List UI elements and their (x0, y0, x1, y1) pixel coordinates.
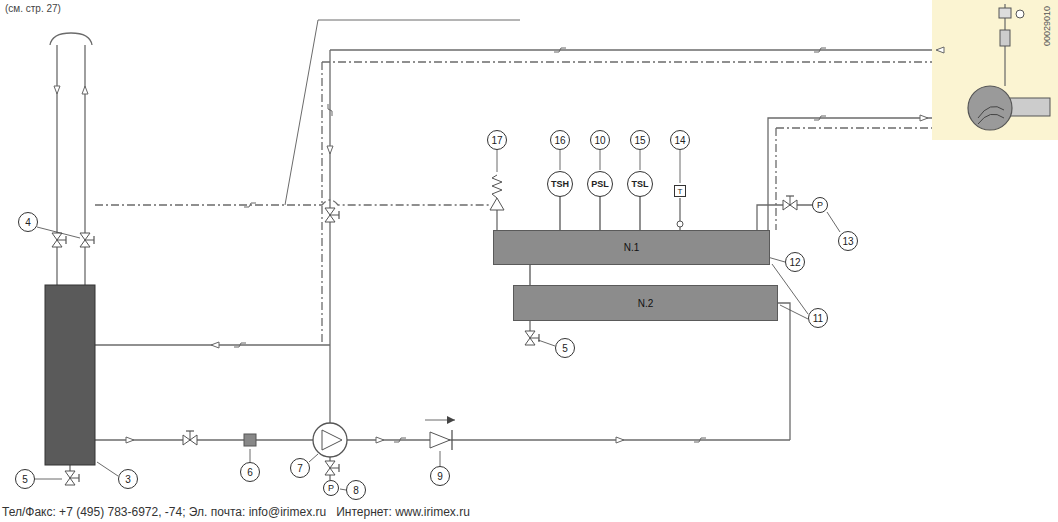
drawing-code: 00029010 (1042, 6, 1052, 46)
callout-number: 9 (430, 466, 450, 486)
callout-number: 14 (670, 130, 690, 150)
pipe-connector (529, 265, 530, 285)
callout-number: 13 (838, 231, 858, 251)
callout-number: 12 (785, 252, 805, 272)
callout-number: 17 (487, 130, 507, 150)
pipe-connector (559, 197, 560, 230)
boiler-section: N.1 (493, 230, 770, 265)
callout-number: 16 (550, 130, 570, 150)
node-text: PSL (591, 179, 609, 189)
callout-number: 11 (808, 308, 828, 328)
callout-number: 15 (630, 130, 650, 150)
gauge-symbol: P (323, 480, 339, 496)
pipe-connector (599, 197, 600, 230)
gauge-symbol: P (812, 197, 828, 213)
callout-number: 6 (240, 462, 260, 482)
footer-contacts: Тел/Факс: +7 (495) 783-6972, -74; Эл. по… (2, 505, 470, 519)
callout-number: 5 (15, 469, 35, 489)
node-text: TSL (632, 179, 649, 189)
callout-number: 8 (346, 480, 366, 500)
switch-circle: TSL (627, 171, 653, 197)
switch-circle: TSH (547, 171, 573, 197)
node-text: N.1 (624, 242, 640, 253)
callout-number: 5 (555, 338, 575, 358)
thermometer-symbol: T (674, 185, 686, 197)
callout-number: 3 (118, 469, 138, 489)
callout-number: 7 (290, 458, 310, 478)
callout-number: 4 (18, 212, 38, 232)
boiler-section: N.2 (513, 285, 778, 321)
callout-number: 10 (590, 130, 610, 150)
node-text: TSH (551, 179, 569, 189)
page-note: (см. стр. 27) (3, 3, 63, 14)
switch-circle: PSL (587, 171, 613, 197)
pipe-connector (639, 197, 640, 230)
node-text: N.2 (638, 298, 654, 309)
